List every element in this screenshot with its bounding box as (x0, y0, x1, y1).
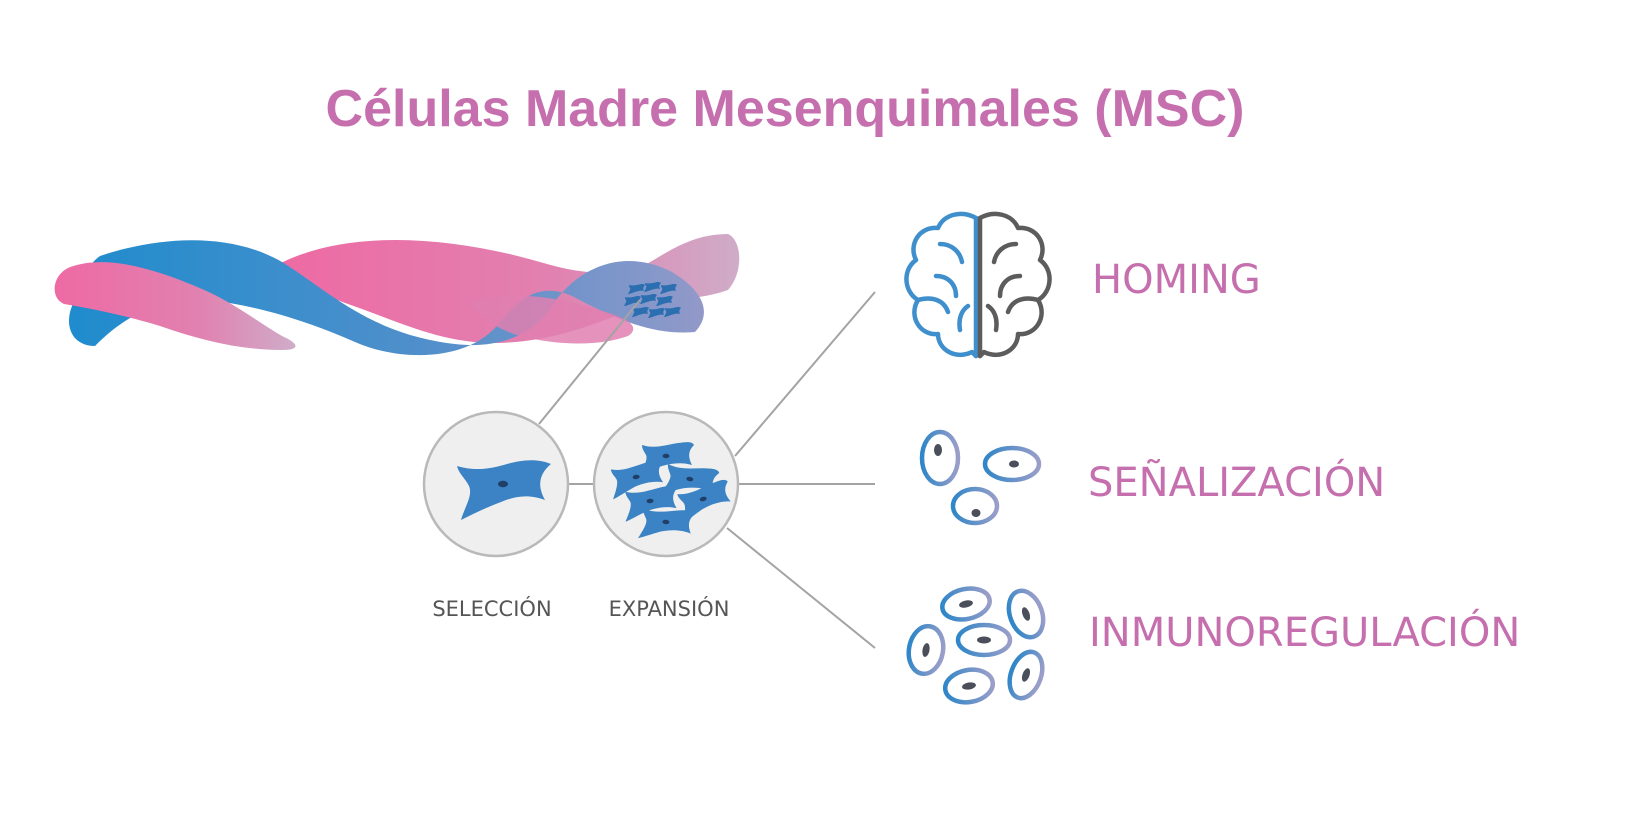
stage-label-selection: SELECCIÓN (432, 596, 551, 621)
immune-nuclei (922, 600, 1031, 690)
ribbon-blue (68, 240, 704, 356)
line-ribbon-to-selection (538, 299, 641, 425)
ribbon-pink-mid (470, 295, 634, 344)
line-to-homing (734, 291, 876, 457)
stage-label-expansion: EXPANSIÓN (609, 596, 730, 621)
function-label-immunoregulation: INMUNOREGULACIÓN (1089, 608, 1520, 656)
connector-lines (538, 291, 876, 649)
function-label-signaling: SEÑALIZACIÓN (1088, 458, 1385, 506)
function-label-homing: HOMING (1092, 257, 1261, 303)
tissue-ribbon (54, 234, 740, 356)
ribbon-pink-back (275, 234, 740, 343)
immune-cells-icon (906, 586, 1046, 705)
page-title: Células Madre Mesenquimales (MSC) (326, 80, 1245, 138)
brain-icon (904, 211, 1052, 359)
selection-circle (422, 410, 570, 558)
expansion-circle (592, 410, 740, 558)
signaling-nuclei (934, 444, 1019, 517)
ribbon-pink-front (54, 262, 296, 350)
line-to-immunoregulation (726, 527, 876, 649)
signaling-cells-icon (919, 429, 1042, 526)
